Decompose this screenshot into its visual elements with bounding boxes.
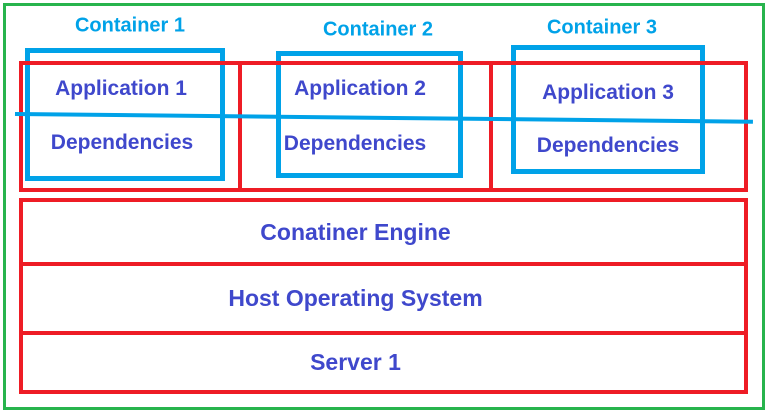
containers-row-box	[19, 61, 748, 192]
container-1-application-label: Application 1	[55, 77, 187, 100]
container-3-application-label: Application 3	[542, 81, 674, 104]
container-divider-1	[238, 61, 242, 192]
container-divider-2	[489, 61, 493, 192]
container-2-application-label: Application 2	[294, 77, 426, 100]
server-label: Server 1	[310, 349, 401, 375]
host-operating-system-layer: Host Operating System	[19, 262, 748, 335]
container-1-label: Container 1	[74, 14, 186, 37]
container-1-dependencies-label: Dependencies	[50, 131, 194, 154]
container-engine-layer: Conatiner Engine	[19, 198, 748, 266]
container-3-box	[511, 45, 705, 174]
container-engine-label: Conatiner Engine	[260, 218, 451, 245]
outer-frame	[3, 3, 765, 410]
server-layer: Server 1	[19, 331, 748, 394]
host-operating-system-label: Host Operating System	[228, 285, 483, 311]
container-3-label: Container 3	[546, 16, 658, 39]
container-3-dependencies-label: Dependencies	[536, 134, 680, 157]
container-2-label: Container 2	[322, 18, 434, 41]
container-2-dependencies-label: Dependencies	[283, 132, 427, 155]
